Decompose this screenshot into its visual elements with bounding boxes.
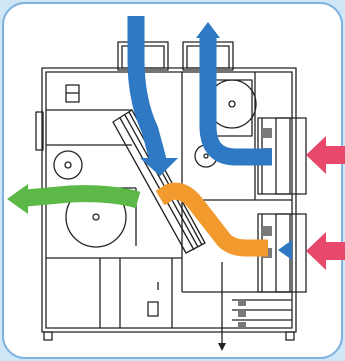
diagram-canvas <box>0 0 345 361</box>
air-handling-unit-diagram <box>0 0 345 361</box>
